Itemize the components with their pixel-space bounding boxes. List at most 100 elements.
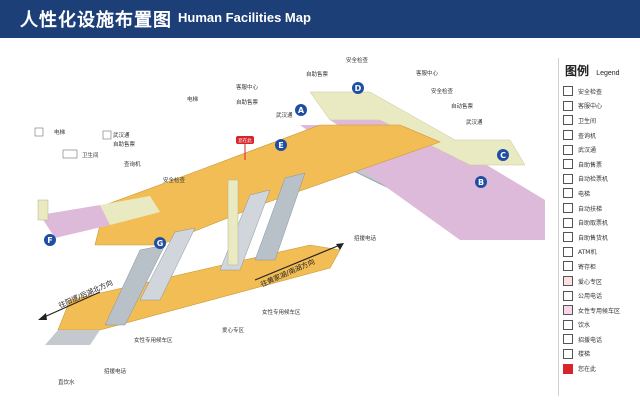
label-wuhantong-mid: 武汉通 bbox=[276, 111, 293, 119]
label-elevator-f: 电梯 bbox=[54, 128, 66, 136]
legend-label: 爱心专区 bbox=[578, 278, 603, 286]
legend-label: ATM机 bbox=[578, 249, 597, 257]
ticket-gate-icon bbox=[563, 173, 573, 184]
washroom-icon bbox=[563, 115, 573, 126]
label-help-phone-left: 招援电话 bbox=[104, 367, 127, 375]
label-customer-service: 客服中心 bbox=[236, 83, 259, 91]
label-ticketing-left: 自助售票 bbox=[113, 140, 136, 148]
label-ticketing-top: 自助售票 bbox=[306, 70, 329, 78]
help-phone-icon bbox=[563, 334, 573, 345]
label-customer-service-right: 客服中心 bbox=[416, 69, 439, 77]
legend-item: 安全检查 bbox=[563, 84, 620, 99]
exit-a[interactable]: A bbox=[295, 104, 307, 116]
svg-text:G: G bbox=[157, 239, 164, 248]
legend-item: 爱心专区 bbox=[563, 274, 620, 289]
arrow-head-right bbox=[336, 243, 344, 250]
escalator-shaft-4 bbox=[254, 172, 306, 261]
label-wuhantong-right: 武汉通 bbox=[466, 118, 483, 126]
ticket-collection-icon bbox=[563, 217, 573, 228]
legend-item: 寄存柜 bbox=[563, 259, 620, 274]
svg-text:E: E bbox=[278, 141, 283, 150]
elevator-icon bbox=[563, 188, 573, 199]
legend-item: 自助售票 bbox=[563, 157, 620, 172]
legend-item: 女性专用候车区 bbox=[563, 303, 620, 318]
legend-item: 自助取票机 bbox=[563, 215, 620, 230]
legend-panel: 图例 Legend 安全检查客服中心卫生间查询机武汉通自助售票自动检票机电梯自动… bbox=[558, 58, 637, 396]
legend-label: 查询机 bbox=[578, 132, 597, 140]
station-map: 往阳逻/后湖北方向 往黄家湖/南湖方向 A B C D E F G bbox=[0, 38, 545, 401]
svg-text:您在此: 您在此 bbox=[238, 137, 252, 144]
vending-machine-icon bbox=[563, 232, 573, 243]
legend-label: 客服中心 bbox=[578, 103, 603, 111]
label-women-waiting-left: 女性专用候车区 bbox=[134, 336, 173, 344]
exit-c[interactable]: C bbox=[497, 149, 509, 161]
label-elevator-mid: 电梯 bbox=[187, 95, 199, 103]
header-bar: 人性化设施布置图 Human Facilities Map bbox=[0, 0, 640, 38]
concourse-free-left bbox=[40, 205, 110, 238]
page-title-en: Human Facilities Map bbox=[178, 10, 311, 25]
legend-title-cn: 图例 bbox=[565, 64, 590, 78]
legend-label: 自动检票机 bbox=[578, 176, 609, 184]
legend-item: 查询机 bbox=[563, 128, 620, 143]
legend-item: 饮水 bbox=[563, 318, 620, 333]
legend-item: 卫生间 bbox=[563, 113, 620, 128]
legend-label: 自动扶梯 bbox=[578, 205, 603, 213]
svg-text:A: A bbox=[298, 106, 305, 115]
inquiry-machine-icon bbox=[563, 130, 573, 141]
women-waiting-icon bbox=[563, 305, 573, 316]
legend-label: 武汉通 bbox=[578, 147, 597, 155]
label-security-right: 安全检查 bbox=[431, 87, 454, 95]
you-are-here-icon bbox=[563, 363, 573, 374]
elevator-column-mid bbox=[227, 179, 239, 266]
drinking-water-icon bbox=[563, 319, 573, 330]
legend-label: 您在此 bbox=[578, 366, 597, 374]
exit-d[interactable]: D bbox=[352, 82, 364, 94]
wuhantong-card-icon bbox=[563, 144, 573, 155]
legend-item: 公用电话 bbox=[563, 288, 620, 303]
label-wuhantong-left: 武汉通 bbox=[113, 131, 130, 139]
exit-g[interactable]: G bbox=[154, 237, 166, 249]
label-women-waiting-right: 女性专用候车区 bbox=[262, 308, 301, 316]
legend-item: 楼梯 bbox=[563, 347, 620, 362]
legend-label: 自助取票机 bbox=[578, 220, 609, 228]
label-security-left: 安全检查 bbox=[163, 176, 186, 184]
legend-item: 自动扶梯 bbox=[563, 201, 620, 216]
exit-f[interactable]: F bbox=[44, 234, 56, 246]
label-ticketing-right: 自动售票 bbox=[451, 102, 474, 110]
legend-label: 自助售票 bbox=[578, 161, 603, 169]
legend-item: 招援电话 bbox=[563, 332, 620, 347]
legend-label: 卫生间 bbox=[578, 117, 597, 125]
legend-title: 图例 Legend bbox=[565, 62, 620, 79]
legend-item: ATM机 bbox=[563, 245, 620, 260]
direction-arrow-left bbox=[41, 291, 101, 319]
love-zone-icon bbox=[563, 276, 573, 287]
you-are-here-marker: 您在此 bbox=[236, 136, 254, 160]
legend-title-en: Legend bbox=[596, 70, 620, 77]
security-check-icon bbox=[563, 86, 573, 97]
elevator-column-left bbox=[37, 199, 49, 221]
exit-e[interactable]: E bbox=[275, 139, 287, 151]
concourse-free-left-2 bbox=[100, 196, 160, 225]
platform-lower-track bbox=[45, 330, 100, 345]
label-security-top: 安全检查 bbox=[346, 56, 369, 64]
legend-label: 楼梯 bbox=[578, 351, 591, 359]
legend-list: 安全检查客服中心卫生间查询机武汉通自助售票自动检票机电梯自动扶梯自助取票机自助售… bbox=[563, 84, 620, 376]
legend-item: 客服中心 bbox=[563, 99, 620, 114]
legend-label: 饮水 bbox=[578, 322, 591, 330]
legend-label: 寄存柜 bbox=[578, 263, 597, 271]
legend-item: 电梯 bbox=[563, 186, 620, 201]
atm-icon bbox=[563, 246, 573, 257]
public-phone-icon bbox=[563, 290, 573, 301]
exit-b[interactable]: B bbox=[475, 176, 487, 188]
customer-service-icon bbox=[563, 100, 573, 111]
arrow-head-left bbox=[38, 313, 47, 320]
page-title: 人性化设施布置图 bbox=[20, 10, 172, 31]
svg-text:C: C bbox=[500, 151, 506, 160]
direction-arrow-right bbox=[254, 244, 341, 281]
legend-item: 自动检票机 bbox=[563, 172, 620, 187]
svg-text:F: F bbox=[47, 236, 52, 245]
legend-label: 自助售货机 bbox=[578, 234, 609, 242]
svg-text:D: D bbox=[355, 84, 362, 93]
label-love-zone: 爱心专区 bbox=[222, 326, 245, 334]
escalator-icon bbox=[563, 203, 573, 214]
